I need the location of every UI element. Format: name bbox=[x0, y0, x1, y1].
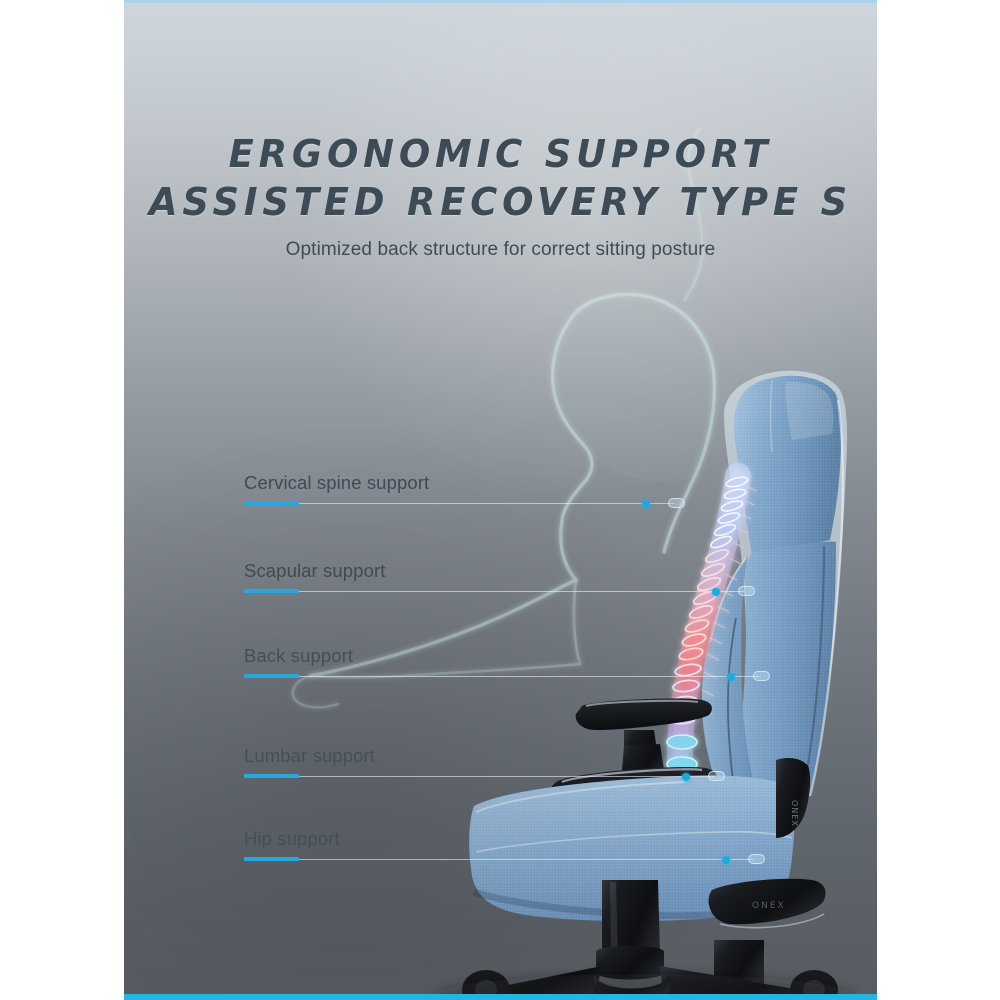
callout-end-tag bbox=[738, 586, 755, 596]
product-infographic-panel: ONEX ONEX bbox=[124, 0, 877, 1000]
callout-point-marker bbox=[642, 499, 650, 508]
callout-label: Back support bbox=[244, 645, 354, 666]
callout-end-tag bbox=[753, 671, 770, 681]
callout-leader-line bbox=[244, 859, 754, 860]
panel-bottom-rule bbox=[124, 994, 877, 1000]
callout-end-tag bbox=[668, 498, 685, 508]
spine-graphic bbox=[666, 463, 757, 825]
callout-label: Cervical spine support bbox=[244, 472, 430, 493]
chair-back-trim: ONEX bbox=[776, 758, 811, 838]
callout-point-marker bbox=[722, 855, 730, 864]
chair-base: ONEX bbox=[434, 878, 854, 1000]
callout-point-marker bbox=[712, 587, 720, 596]
callout-accent-bar bbox=[244, 501, 299, 505]
callout-end-tag bbox=[708, 771, 725, 781]
callout-accent-bar bbox=[244, 589, 299, 593]
callout-accent-bar bbox=[244, 674, 299, 678]
callout-leader-line bbox=[244, 776, 714, 777]
callout-point-marker bbox=[727, 672, 735, 681]
left-margin bbox=[0, 0, 124, 1000]
panel-top-rule bbox=[124, 0, 877, 3]
callout-accent-bar bbox=[244, 774, 299, 778]
chair-backrest bbox=[702, 370, 848, 840]
callout-leader-line bbox=[244, 591, 744, 592]
callout-end-tag bbox=[748, 854, 765, 864]
callout-leader-line bbox=[244, 503, 674, 504]
chair-armrest-upper bbox=[575, 698, 712, 782]
callout-point-marker bbox=[682, 772, 690, 781]
right-margin bbox=[877, 0, 1000, 1000]
callout-label: Scapular support bbox=[244, 560, 386, 581]
callout-accent-bar bbox=[244, 857, 299, 861]
callout-leader-line bbox=[244, 676, 759, 677]
headline-line-1: ERGONOMIC SUPPORT bbox=[228, 132, 773, 176]
callout-label: Hip support bbox=[244, 828, 340, 849]
callout-label: Lumbar support bbox=[244, 745, 375, 766]
brand-mark-base: ONEX bbox=[752, 901, 786, 911]
subheadline: Optimized back structure for correct sit… bbox=[285, 239, 716, 260]
headline-line-2: ASSISTED RECOVERY TYPE S bbox=[148, 180, 852, 224]
brand-mark-backrest: ONEX bbox=[790, 800, 799, 827]
chair-armrest-lower bbox=[550, 766, 718, 848]
chair-seat bbox=[469, 775, 795, 922]
